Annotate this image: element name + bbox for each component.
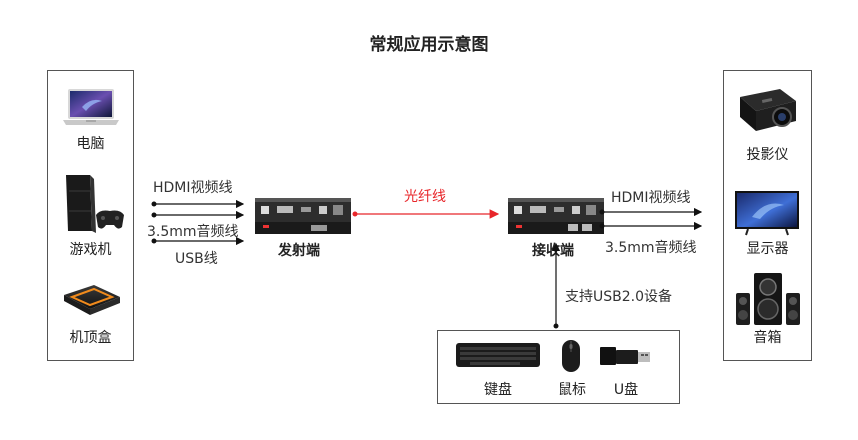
usb-support-label: 支持USB2.0设备	[565, 289, 673, 305]
fiber-label: 光纤线	[404, 189, 446, 205]
speaker-icon	[734, 271, 802, 331]
left-hdmi-arrow	[151, 199, 245, 209]
projector-icon	[734, 87, 800, 143]
game-console-icon	[60, 171, 126, 239]
display-devices-panel: 投影仪 显示器 音箱	[723, 70, 812, 361]
transmitter-label: 发射端	[278, 243, 320, 259]
left-usb-arrow	[151, 236, 245, 246]
monitor-icon	[734, 189, 800, 241]
left-hdmi-label: HDMI视频线	[153, 180, 233, 196]
receiver-box-icon	[508, 196, 604, 240]
source-devices-panel: 电脑 游戏机 机顶盒	[47, 70, 134, 361]
display-device-label-monitor: 显示器	[746, 241, 789, 257]
diagram-title: 常规应用示意图	[369, 35, 489, 55]
mouse-icon	[561, 339, 581, 377]
usb-support-arrow	[551, 242, 561, 329]
source-device-label-console: 游戏机	[69, 242, 112, 258]
right-hdmi-label: HDMI视频线	[611, 190, 691, 206]
left-audio-arrow	[151, 210, 245, 220]
right-audio-label: 3.5mm音频线	[605, 240, 697, 256]
right-audio-arrow	[599, 221, 703, 231]
left-usb-label: USB线	[175, 251, 218, 267]
right-link-arrows	[599, 207, 703, 231]
source-device-label-stb: 机顶盒	[69, 330, 112, 346]
usb-device-label-keyboard: 键盘	[484, 382, 512, 398]
usb-devices-panel: 键盘 鼠标 U盘	[437, 330, 680, 404]
left-audio-label: 3.5mm音频线	[147, 224, 239, 240]
keyboard-icon	[456, 341, 540, 373]
usb-drive-icon	[600, 345, 652, 371]
usb-device-label-mouse: 鼠标	[558, 382, 586, 398]
laptop-icon	[62, 87, 120, 131]
usb-device-label-udisk: U盘	[613, 382, 639, 398]
source-device-label-pc: 电脑	[76, 136, 105, 152]
fiber-arrow	[352, 209, 500, 219]
set-top-box-icon	[60, 281, 122, 323]
right-hdmi-arrow	[599, 207, 703, 217]
display-device-label-projector: 投影仪	[746, 147, 789, 163]
left-link-arrows	[151, 199, 245, 246]
transmitter-box-icon	[255, 196, 351, 240]
display-device-label-speaker: 音箱	[753, 330, 782, 346]
